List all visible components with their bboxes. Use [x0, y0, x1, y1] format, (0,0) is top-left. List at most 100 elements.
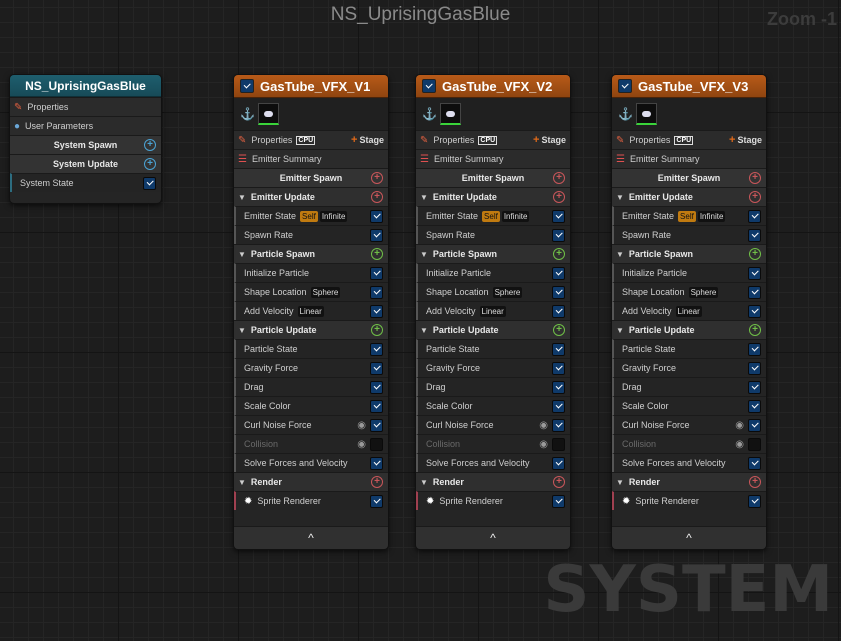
module-spawn-rate[interactable]: Spawn Rate [416, 225, 570, 244]
enable-checkbox[interactable] [370, 456, 383, 470]
module-collision[interactable]: Collision ◉ [612, 434, 766, 453]
module-particle-state[interactable]: Particle State [612, 339, 766, 358]
enable-checkbox[interactable] [552, 266, 565, 280]
enable-checkbox[interactable] [370, 304, 383, 318]
module-drag[interactable]: Drag [234, 377, 388, 396]
enable-checkbox[interactable] [552, 380, 565, 394]
add-module-icon[interactable]: + [144, 158, 156, 170]
module-add-velocity[interactable]: Add Velocity Linear [234, 301, 388, 320]
module-curl-noise-force[interactable]: Curl Noise Force ◉ [612, 415, 766, 434]
system-node-header[interactable]: NS_UprisingGasBlue [10, 75, 161, 97]
module-shape-location[interactable]: Shape Location Sphere [612, 282, 766, 301]
eye-icon[interactable]: ◉ [357, 438, 366, 450]
caret-down-icon[interactable]: ▼ [420, 249, 428, 259]
particle-spawn-group[interactable]: ▼ Particle Spawn + [234, 244, 388, 263]
module-scale-color[interactable]: Scale Color [612, 396, 766, 415]
enable-checkbox[interactable] [748, 209, 761, 223]
emitter-update-group[interactable]: ▼ Emitter Update + [234, 187, 388, 206]
module-scale-color[interactable]: Scale Color [234, 396, 388, 415]
add-stage-button[interactable]: +Stage [351, 134, 384, 146]
particle-spawn-group[interactable]: ▼ Particle Spawn + [416, 244, 570, 263]
enable-checkbox[interactable] [748, 285, 761, 299]
emitter-summary-row[interactable]: ☰ Emitter Summary [612, 149, 766, 168]
eye-icon[interactable]: ◉ [357, 419, 366, 431]
enable-checkbox[interactable] [552, 285, 565, 299]
module-gravity-force[interactable]: Gravity Force [234, 358, 388, 377]
emitter-properties-row[interactable]: ✎ Properties CPU +Stage [612, 130, 766, 149]
enable-checkbox[interactable] [748, 342, 761, 356]
emitter-update-group[interactable]: ▼ Emitter Update + [416, 187, 570, 206]
module-particle-state[interactable]: Particle State [416, 339, 570, 358]
add-module-icon[interactable]: + [749, 248, 761, 260]
module-curl-noise-force[interactable]: Curl Noise Force ◉ [416, 415, 570, 434]
emitter-thumbnail[interactable] [258, 103, 279, 125]
caret-down-icon[interactable]: ▼ [616, 325, 624, 335]
enable-checkbox[interactable] [370, 209, 383, 223]
eye-icon[interactable]: ◉ [735, 438, 744, 450]
emitter-node[interactable]: GasTube_VFX_V1 ⚓ ✎ Properties CPU +Stage… [233, 74, 389, 550]
enable-checkbox[interactable] [552, 228, 565, 242]
emitter-header[interactable]: GasTube_VFX_V3 [612, 75, 766, 98]
add-module-icon[interactable]: + [371, 324, 383, 336]
caret-down-icon[interactable]: ▼ [238, 192, 246, 202]
system-properties-row[interactable]: ✎ Properties [10, 97, 161, 116]
emitter-summary-row[interactable]: ☰ Emitter Summary [234, 149, 388, 168]
add-module-icon[interactable]: + [144, 139, 156, 151]
system-state-row[interactable]: System State [10, 173, 161, 192]
emitter-node[interactable]: GasTube_VFX_V2 ⚓ ✎ Properties CPU +Stage… [415, 74, 571, 550]
enable-checkbox[interactable] [748, 456, 761, 470]
module-solve-forces[interactable]: Solve Forces and Velocity [612, 453, 766, 472]
add-renderer-icon[interactable]: + [749, 476, 761, 488]
module-add-velocity[interactable]: Add Velocity Linear [416, 301, 570, 320]
add-module-icon[interactable]: + [749, 324, 761, 336]
module-collision[interactable]: Collision ◉ [234, 434, 388, 453]
module-shape-location[interactable]: Shape Location Sphere [416, 282, 570, 301]
module-emitter-state[interactable]: Emitter State Self Infinite [234, 206, 388, 225]
emitter-thumbnail[interactable] [440, 103, 461, 125]
module-drag[interactable]: Drag [612, 377, 766, 396]
caret-down-icon[interactable]: ▼ [616, 192, 624, 202]
enable-checkbox[interactable] [748, 361, 761, 375]
particle-update-group[interactable]: ▼ Particle Update + [416, 320, 570, 339]
module-initialize-particle[interactable]: Initialize Particle [612, 263, 766, 282]
render-group[interactable]: ▼ Render + [234, 472, 388, 491]
enable-checkbox[interactable] [370, 437, 383, 451]
enable-checkbox[interactable] [552, 209, 565, 223]
add-module-icon[interactable]: + [553, 191, 565, 203]
eye-icon[interactable]: ◉ [539, 438, 548, 450]
emitter-thumbnail[interactable] [636, 103, 657, 125]
enable-checkbox[interactable] [552, 456, 565, 470]
module-initialize-particle[interactable]: Initialize Particle [416, 263, 570, 282]
add-module-icon[interactable]: + [749, 191, 761, 203]
system-update-row[interactable]: System Update + [10, 154, 161, 173]
caret-down-icon[interactable]: ▼ [238, 325, 246, 335]
add-module-icon[interactable]: + [371, 191, 383, 203]
enable-checkbox[interactable] [143, 176, 156, 190]
add-renderer-icon[interactable]: + [553, 476, 565, 488]
add-module-icon[interactable]: + [553, 324, 565, 336]
enable-checkbox[interactable] [370, 361, 383, 375]
enable-checkbox[interactable] [552, 437, 565, 451]
emitter-spawn-row[interactable]: Emitter Spawn + [234, 168, 388, 187]
module-sprite-renderer[interactable]: ✹ Sprite Renderer [234, 491, 388, 510]
enable-checkbox[interactable] [552, 399, 565, 413]
add-module-icon[interactable]: + [749, 172, 761, 184]
enable-checkbox[interactable] [748, 266, 761, 280]
add-module-icon[interactable]: + [553, 172, 565, 184]
emitter-node[interactable]: GasTube_VFX_V3 ⚓ ✎ Properties CPU +Stage… [611, 74, 767, 550]
render-group[interactable]: ▼ Render + [416, 472, 570, 491]
eye-icon[interactable]: ◉ [539, 419, 548, 431]
enable-checkbox[interactable] [552, 342, 565, 356]
caret-down-icon[interactable]: ▼ [238, 249, 246, 259]
add-module-icon[interactable]: + [371, 248, 383, 260]
enable-checkbox[interactable] [748, 399, 761, 413]
emitter-properties-row[interactable]: ✎ Properties CPU +Stage [234, 130, 388, 149]
add-stage-button[interactable]: +Stage [533, 134, 566, 146]
enable-checkbox[interactable] [552, 418, 565, 432]
emitter-summary-row[interactable]: ☰ Emitter Summary [416, 149, 570, 168]
system-spawn-row[interactable]: System Spawn + [10, 135, 161, 154]
collapse-button[interactable]: ^ [612, 526, 766, 549]
emitter-spawn-row[interactable]: Emitter Spawn + [612, 168, 766, 187]
enable-checkbox[interactable] [748, 437, 761, 451]
enable-checkbox[interactable] [748, 304, 761, 318]
